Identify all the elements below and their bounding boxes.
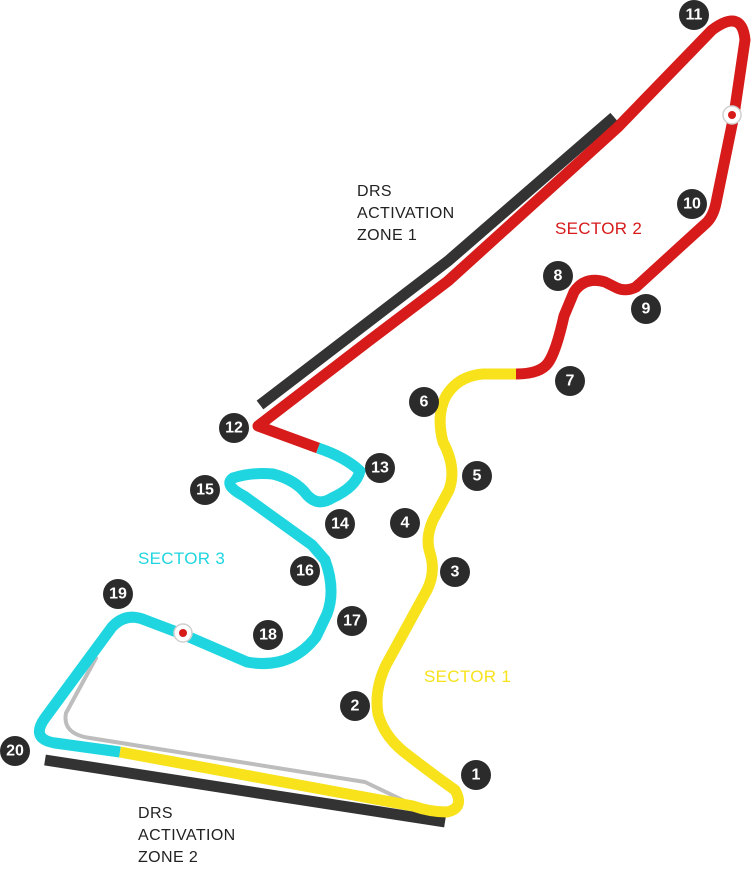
svg-text:ZONE 1: ZONE 1 (357, 227, 417, 244)
svg-text:5: 5 (473, 468, 482, 485)
svg-text:DRS: DRS (357, 183, 392, 200)
drs-zone-1-label: DRS ACTIVATION ZONE 1 (357, 183, 455, 244)
svg-text:7: 7 (566, 373, 575, 390)
drs-zone-1-bar (256, 112, 618, 410)
sector-2-track (252, 15, 751, 454)
svg-text:19: 19 (109, 586, 127, 603)
turn-marker: 10 (677, 189, 707, 219)
svg-text:8: 8 (554, 268, 563, 285)
svg-text:17: 17 (343, 613, 361, 630)
turn-marker: 20 (0, 736, 30, 766)
turn-marker: 11 (679, 0, 709, 30)
turn-markers: 1 2 3 4 5 6 7 8 9 10 11 12 13 14 15 16 1… (0, 0, 709, 790)
svg-text:6: 6 (420, 394, 429, 411)
svg-text:ZONE 2: ZONE 2 (138, 849, 198, 866)
turn-marker: 17 (337, 606, 367, 636)
turn-marker: 14 (325, 509, 355, 539)
drs-zone-2-bar (44, 754, 446, 828)
turn-marker: 4 (390, 508, 420, 538)
svg-text:13: 13 (371, 460, 389, 477)
svg-text:ACTIVATION: ACTIVATION (138, 827, 236, 844)
svg-text:16: 16 (296, 563, 314, 580)
speed-trap-marker-sector-3 (173, 623, 193, 643)
turn-marker: 16 (290, 556, 320, 586)
turn-marker: 2 (340, 691, 370, 721)
turn-marker: 15 (190, 475, 220, 505)
turn-marker: 18 (253, 620, 283, 650)
svg-text:2: 2 (351, 698, 360, 715)
turn-marker: 12 (219, 413, 249, 443)
turn-marker: 19 (103, 579, 133, 609)
svg-text:11: 11 (686, 7, 703, 24)
svg-text:15: 15 (196, 482, 214, 499)
speed-trap-marker-sector-2 (722, 105, 742, 125)
svg-text:1: 1 (472, 767, 481, 784)
drs-zone-2-label: DRS ACTIVATION ZONE 2 (138, 805, 236, 866)
sector-1-label: SECTOR 1 (424, 667, 511, 686)
svg-text:12: 12 (225, 420, 243, 437)
sector-3-label: SECTOR 3 (138, 549, 225, 568)
turn-marker: 13 (365, 453, 395, 483)
turn-marker: 7 (555, 366, 585, 396)
svg-text:ACTIVATION: ACTIVATION (357, 205, 455, 222)
turn-marker: 1 (461, 760, 491, 790)
svg-text:18: 18 (259, 627, 277, 644)
svg-text:3: 3 (451, 564, 460, 581)
turn-marker: 9 (631, 294, 661, 324)
sector-1-track (119, 368, 516, 818)
svg-text:14: 14 (331, 516, 349, 533)
svg-text:DRS: DRS (138, 805, 173, 822)
sector-2-label: SECTOR 2 (555, 219, 642, 238)
turn-marker: 6 (409, 387, 439, 417)
turn-marker: 3 (440, 557, 470, 587)
svg-text:20: 20 (6, 743, 24, 760)
turn-marker: 5 (462, 461, 492, 491)
turn-marker: 8 (543, 261, 573, 291)
sector-3-track (33, 442, 366, 758)
svg-text:9: 9 (642, 301, 651, 318)
pit-lane (63, 656, 417, 808)
svg-text:10: 10 (683, 196, 701, 213)
svg-text:4: 4 (401, 515, 410, 532)
